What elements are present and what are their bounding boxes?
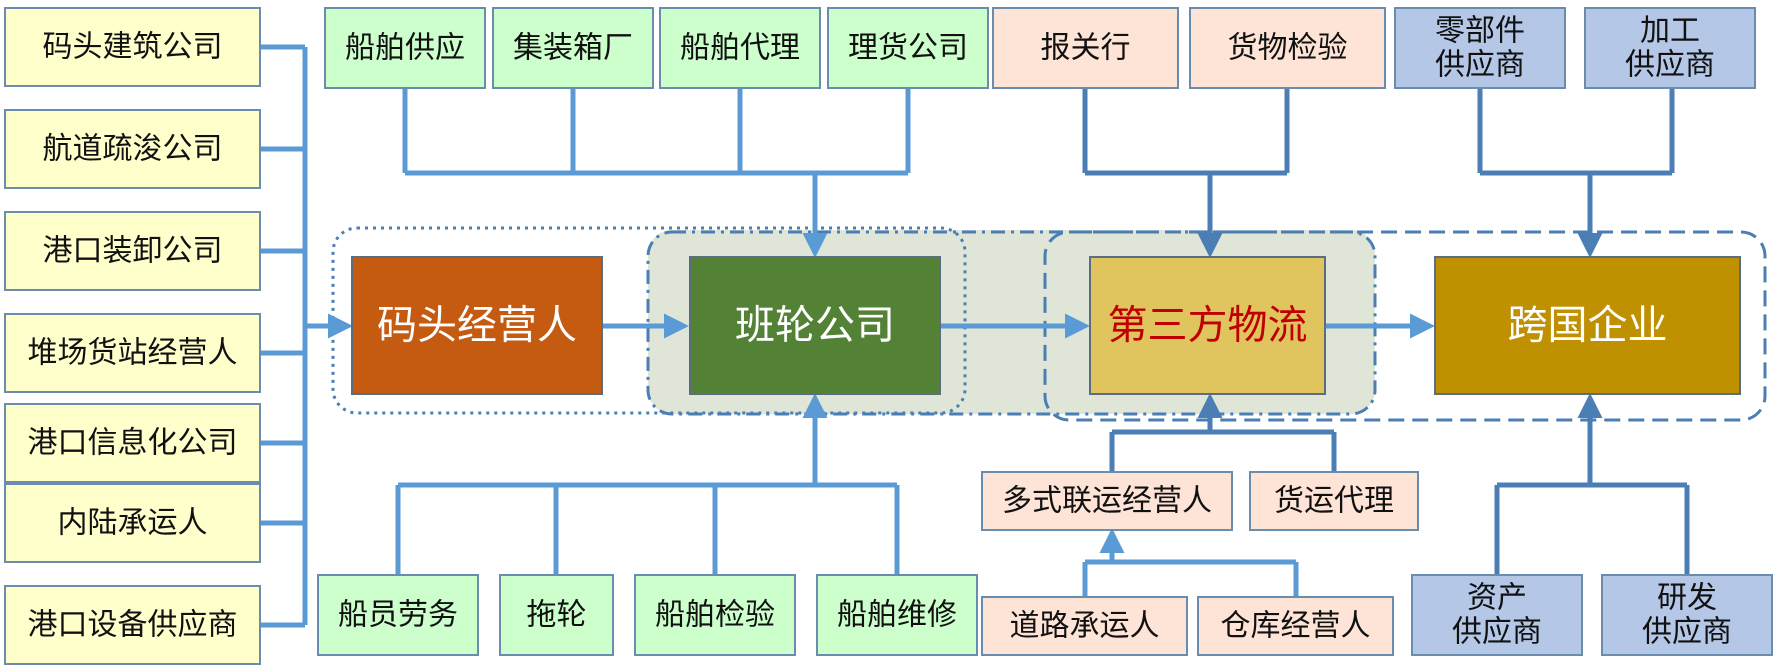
- main-entity-3: 跨国企业: [1434, 256, 1741, 395]
- bottom-service-3: 船舶维修: [816, 574, 978, 656]
- bottom-service-1: 拖轮: [499, 574, 614, 656]
- bottom-blue-entity-1-label: 研发: [1657, 581, 1717, 616]
- bottom-peach-entity-1-label: 仓库经营人: [1221, 609, 1371, 644]
- bottom-peach-entity-0: 道路承运人: [981, 596, 1188, 656]
- mid-peach-entity-1: 货运代理: [1249, 471, 1419, 531]
- bottom-service-0-label: 船员劳务: [338, 598, 458, 633]
- connector-lines: [260, 44, 1690, 628]
- bottom-peach-entity-0-rect: [981, 596, 1188, 656]
- main-entity-3-rect: [1434, 256, 1741, 395]
- bottom-service-3-label: 船舶维修: [837, 598, 957, 633]
- left-entity-2: 港口装卸公司: [4, 211, 261, 291]
- bottom-peach-entity-1: 仓库经营人: [1197, 596, 1394, 656]
- bottom-peach-entity-0-label: 道路承运人: [1010, 609, 1160, 644]
- left-entity-6: 港口设备供应商: [4, 585, 261, 665]
- top-blue-entity-1-label: 加工: [1640, 14, 1700, 49]
- top-peach-entity-0-label: 报关行: [1041, 31, 1131, 66]
- main-entity-2-rect: [1089, 256, 1326, 395]
- main-entity-0: 码头经营人: [351, 256, 603, 395]
- top-supplier-1: 集装箱厂: [492, 7, 654, 89]
- bottom-service-2-rect: [634, 574, 796, 656]
- main-entity-3-label: 跨国企业: [1508, 303, 1668, 349]
- mid-peach-entity-0-label: 多式联运经营人: [1002, 484, 1212, 519]
- left-entity-6-label: 港口设备供应商: [28, 608, 238, 643]
- bottom-peach-entity-1-rect: [1197, 596, 1394, 656]
- top-blue-entity-0-rect: [1394, 7, 1566, 89]
- top-peach-entity-1-label: 货物检验: [1228, 31, 1348, 66]
- top-peach-entity-1-rect: [1189, 7, 1386, 89]
- main-entity-0-rect: [351, 256, 603, 395]
- main-entity-1-label: 班轮公司: [735, 303, 895, 349]
- left-entity-1-rect: [4, 109, 261, 189]
- region-dotted-terminal: [331, 226, 967, 415]
- top-peach-entity-0-rect: [992, 7, 1179, 89]
- top-supplier-3-label: 理货公司: [848, 31, 968, 66]
- bottom-service-1-rect: [499, 574, 614, 656]
- top-supplier-1-label: 集装箱厂: [513, 31, 633, 66]
- bottom-service-3-rect: [816, 574, 978, 656]
- left-entity-5: 内陆承运人: [4, 483, 261, 563]
- top-peach-entity-1: 货物检验: [1189, 7, 1386, 89]
- main-entity-0-label: 码头经营人: [377, 303, 577, 349]
- top-supplier-0-label: 船舶供应: [345, 31, 465, 66]
- left-entity-6-rect: [4, 585, 261, 665]
- mid-peach-entity-1-label: 货运代理: [1274, 484, 1394, 519]
- left-entity-3: 堆场货站经营人: [4, 313, 261, 393]
- left-entity-0: 码头建筑公司: [4, 7, 261, 87]
- top-peach-entity-0: 报关行: [992, 7, 1179, 89]
- left-entity-2-rect: [4, 211, 261, 291]
- left-entity-0-label: 码头建筑公司: [43, 30, 223, 65]
- top-supplier-0-rect: [324, 7, 486, 89]
- top-supplier-2-label: 船舶代理: [680, 31, 800, 66]
- main-entity-1-rect: [689, 256, 941, 395]
- main-entity-2: 第三方物流: [1089, 256, 1326, 395]
- main-entity-2-label: 第三方物流: [1108, 303, 1308, 349]
- top-blue-entity-0-label: 零部件: [1435, 14, 1525, 49]
- top-blue-entity-1-label: 供应商: [1625, 47, 1715, 82]
- bottom-service-2: 船舶检验: [634, 574, 796, 656]
- mid-peach-entity-1-rect: [1249, 471, 1419, 531]
- mid-peach-entity-0: 多式联运经营人: [981, 471, 1233, 531]
- bottom-blue-entity-1-label: 供应商: [1642, 614, 1732, 649]
- left-entity-4: 港口信息化公司: [4, 403, 261, 483]
- left-entity-5-rect: [4, 483, 261, 563]
- top-supplier-3-rect: [827, 7, 989, 89]
- top-supplier-1-rect: [492, 7, 654, 89]
- bottom-blue-entity-1-rect: [1601, 574, 1773, 656]
- region-dashdot-shipping: [646, 230, 1377, 416]
- left-entity-4-label: 港口信息化公司: [28, 426, 238, 461]
- top-supplier-2: 船舶代理: [659, 7, 821, 89]
- bottom-service-0-rect: [317, 574, 479, 656]
- top-supplier-3: 理货公司: [827, 7, 989, 89]
- entity-boxes: 码头建筑公司航道疏浚公司港口装卸公司堆场货站经营人港口信息化公司内陆承运人港口设…: [4, 7, 1773, 665]
- left-entity-4-rect: [4, 403, 261, 483]
- bottom-blue-entity-0-rect: [1411, 574, 1583, 656]
- left-entity-3-rect: [4, 313, 261, 393]
- bottom-service-1-label: 拖轮: [527, 598, 587, 633]
- left-entity-2-label: 港口装卸公司: [43, 234, 223, 269]
- top-blue-entity-0-label: 供应商: [1435, 47, 1525, 82]
- left-entity-5-label: 内陆承运人: [58, 506, 208, 541]
- top-blue-entity-1-rect: [1584, 7, 1756, 89]
- left-entity-1-label: 航道疏浚公司: [43, 132, 223, 167]
- top-supplier-0: 船舶供应: [324, 7, 486, 89]
- bottom-blue-entity-0-label: 资产: [1467, 581, 1527, 616]
- top-supplier-2-rect: [659, 7, 821, 89]
- left-entity-1: 航道疏浚公司: [4, 109, 261, 189]
- left-entity-3-label: 堆场货站经营人: [28, 336, 238, 371]
- mid-peach-entity-0-rect: [981, 471, 1233, 531]
- bottom-service-2-label: 船舶检验: [655, 598, 775, 633]
- left-entity-0-rect: [4, 7, 261, 87]
- main-entity-1: 班轮公司: [689, 256, 941, 395]
- bottom-blue-entity-0-label: 供应商: [1452, 614, 1542, 649]
- bottom-service-0: 船员劳务: [317, 574, 479, 656]
